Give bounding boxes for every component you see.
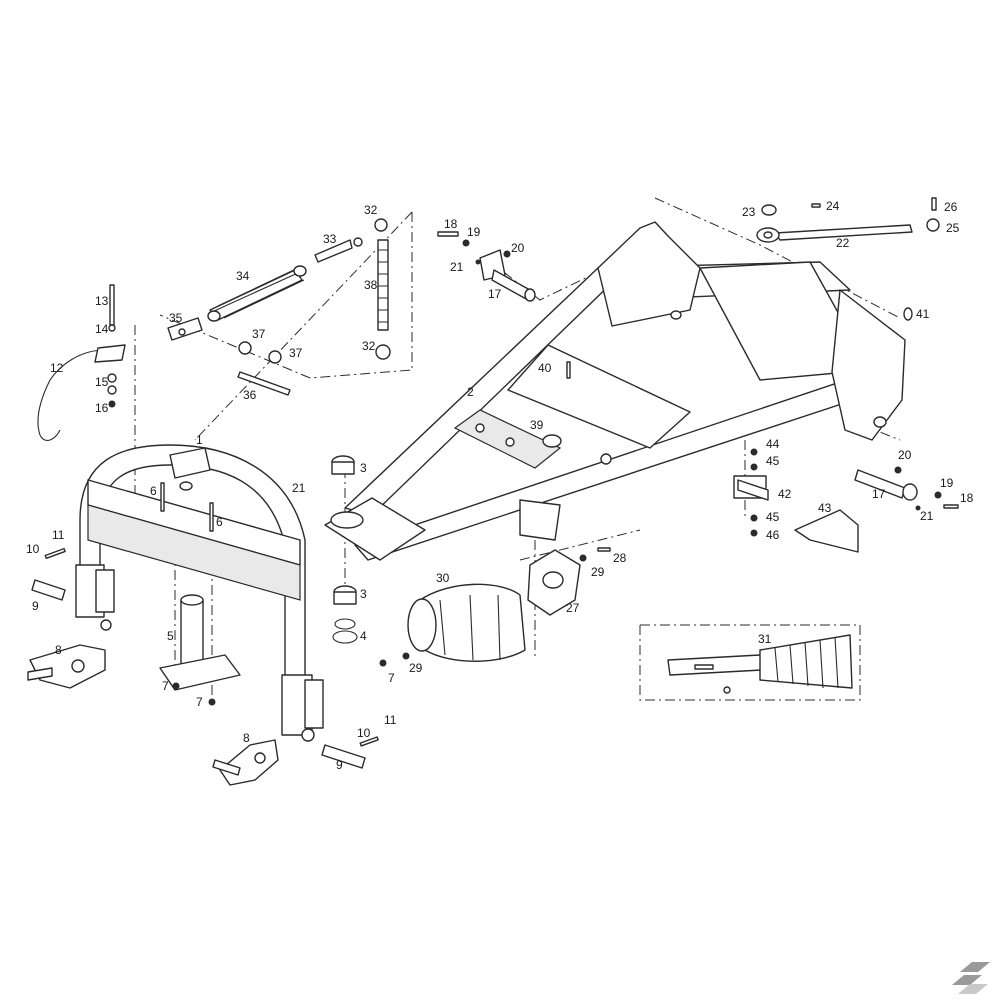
callout-40: 40	[538, 361, 552, 375]
callout-20: 20	[511, 241, 525, 255]
callout-26: 26	[944, 200, 958, 214]
stand-pin-assembly	[159, 482, 241, 706]
callout-10: 10	[357, 726, 371, 740]
main-frame	[324, 221, 906, 561]
callout-42: 42	[778, 487, 792, 501]
callout-9: 9	[32, 599, 39, 613]
pivot-bushings	[331, 455, 358, 644]
drawbar-assembly	[756, 197, 940, 243]
callout-21: 21	[292, 481, 306, 495]
callout-11: 11	[384, 713, 397, 727]
callout-labels: 1 2 3 3 4 5 6 6 7 7 7 8 8 9 9 10 10 11 1…	[26, 199, 974, 772]
callout-39: 39	[530, 418, 544, 432]
callout-33: 33	[323, 232, 337, 246]
callout-44: 44	[766, 437, 780, 451]
callout-22: 22	[836, 236, 850, 250]
callout-2: 2	[467, 385, 474, 399]
callout-45: 45	[766, 454, 780, 468]
callout-19: 19	[940, 476, 954, 490]
callout-7: 7	[162, 679, 169, 693]
callout-5: 5	[167, 629, 174, 643]
callout-31: 31	[758, 632, 772, 646]
callout-43: 43	[818, 501, 832, 515]
callout-25: 25	[946, 221, 960, 235]
callout-6: 6	[150, 484, 157, 498]
callout-7: 7	[196, 695, 203, 709]
callout-41: 41	[916, 307, 930, 321]
callout-6: 6	[216, 515, 223, 529]
callout-32: 32	[362, 339, 376, 353]
callout-3: 3	[360, 587, 367, 601]
callout-12: 12	[50, 361, 64, 375]
callout-13: 13	[95, 294, 109, 308]
callout-29: 29	[591, 565, 605, 579]
pin-assembly-upper	[437, 231, 536, 302]
callout-32: 32	[364, 203, 378, 217]
callout-18: 18	[960, 491, 974, 505]
callout-34: 34	[236, 269, 250, 283]
callout-17: 17	[488, 287, 502, 301]
callout-16: 16	[95, 401, 109, 415]
callout-30: 30	[436, 571, 450, 585]
callout-19: 19	[467, 225, 481, 239]
callout-38: 38	[364, 278, 378, 292]
pto-shaft	[667, 634, 853, 694]
callout-14: 14	[95, 322, 109, 336]
callout-36: 36	[243, 388, 257, 402]
callout-46: 46	[766, 528, 780, 542]
callout-29: 29	[409, 661, 423, 675]
callout-21: 21	[450, 260, 464, 274]
callout-8: 8	[243, 731, 250, 745]
callout-28: 28	[613, 551, 627, 565]
bracket-assembly	[542, 307, 913, 553]
callout-23: 23	[742, 205, 756, 219]
callout-45: 45	[766, 510, 780, 524]
callout-1: 1	[196, 433, 203, 447]
kramp-k-logo-icon	[952, 962, 990, 994]
callout-35: 35	[169, 311, 183, 325]
callout-7: 7	[388, 671, 395, 685]
callout-9: 9	[336, 758, 343, 772]
callout-8: 8	[55, 643, 62, 657]
callout-37: 37	[252, 327, 266, 341]
lower-link-pins-right	[212, 736, 379, 786]
callout-11: 11	[52, 528, 65, 542]
callout-37: 37	[289, 346, 303, 360]
callout-18: 18	[444, 217, 458, 231]
spring-chain-assembly	[167, 218, 391, 396]
hook-bolt-assembly	[37, 284, 126, 441]
gearbox-shield	[379, 547, 611, 667]
pin-assembly-lower	[854, 466, 959, 511]
callout-17: 17	[872, 487, 886, 501]
callout-20: 20	[898, 448, 912, 462]
callout-15: 15	[95, 375, 109, 389]
callout-21: 21	[920, 509, 934, 523]
headstock-arch	[75, 444, 324, 742]
callout-4: 4	[360, 629, 367, 643]
callout-3: 3	[360, 461, 367, 475]
callout-10: 10	[26, 542, 40, 556]
callout-24: 24	[826, 199, 840, 213]
lower-link-pins-left	[27, 547, 106, 689]
callout-27: 27	[566, 601, 580, 615]
